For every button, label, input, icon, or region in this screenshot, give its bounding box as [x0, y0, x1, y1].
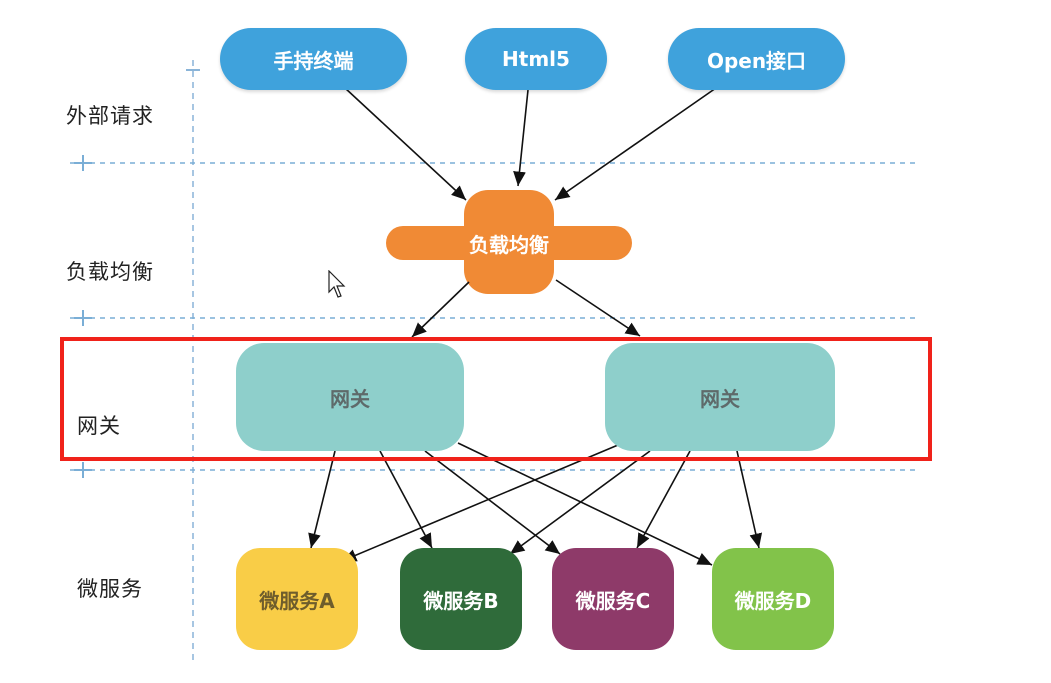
load-balancer-shape	[386, 190, 632, 294]
microservice-b: 微服务B	[400, 548, 522, 650]
microservice-c: 微服务C	[552, 548, 674, 650]
load-balancer-label: 负载均衡	[469, 232, 549, 257]
layer-label-microservices: 微服务	[77, 577, 143, 601]
layer-divider	[70, 310, 915, 326]
microservice-d: 微服务D	[712, 548, 834, 650]
arrow	[509, 450, 651, 555]
mouse-cursor-icon	[328, 270, 346, 298]
arrow	[736, 450, 763, 549]
arrow	[424, 450, 561, 555]
arrow	[555, 279, 641, 337]
layer-divider	[70, 155, 915, 171]
layer-label-gateway: 网关	[77, 414, 121, 438]
arrow	[513, 89, 529, 187]
arrow	[411, 281, 470, 338]
client-html5: Html5	[465, 28, 607, 90]
arrow	[457, 442, 713, 566]
arrow	[344, 87, 467, 201]
gateway-highlight-box	[60, 337, 932, 461]
gateway-node-1: 网关	[236, 343, 464, 451]
client-open-api: Open接口	[668, 28, 845, 90]
arrow	[554, 87, 717, 201]
microservice-a: 微服务A	[236, 548, 358, 650]
client-mobile-terminal: 手持终端	[220, 28, 407, 90]
gateway-node-2: 网关	[605, 343, 835, 451]
arrow	[379, 450, 433, 549]
layer-label-external: 外部请求	[66, 104, 154, 128]
arrow	[341, 444, 619, 562]
arrow	[308, 450, 336, 549]
layer-divider	[70, 462, 915, 478]
arrow	[636, 450, 691, 549]
layer-label-load-balancing: 负载均衡	[66, 260, 154, 284]
